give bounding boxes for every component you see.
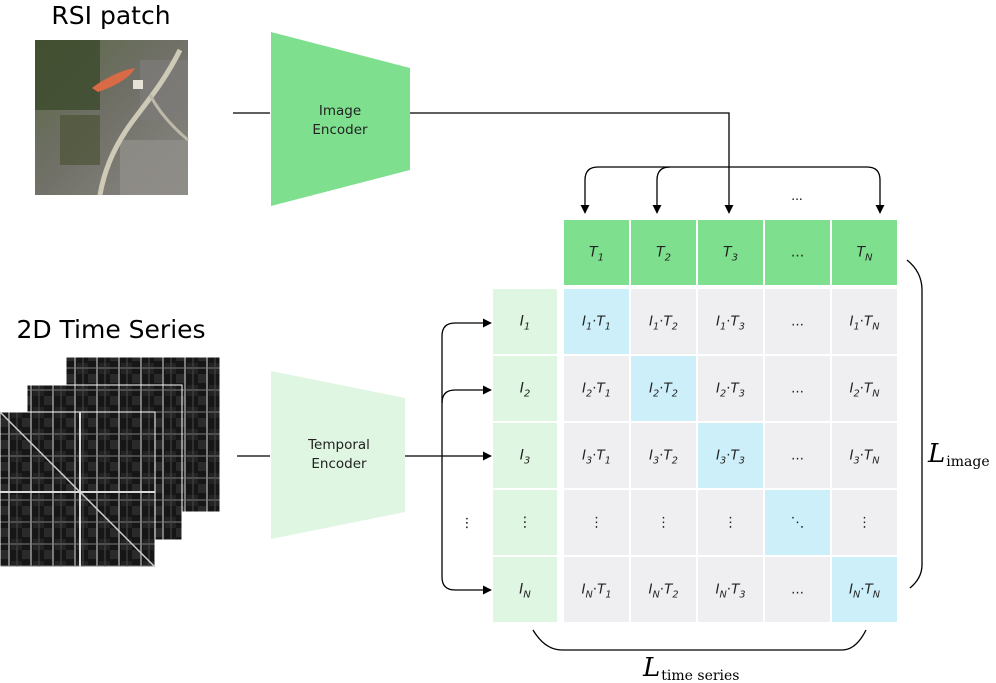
matrix-cell-label-1-1: I1​·T1​ xyxy=(582,314,611,333)
text-header-cell-1 xyxy=(564,220,629,285)
image-encoder-label-line1: Image xyxy=(319,103,361,119)
matrix-cell-label-4-3: ⋮ xyxy=(724,515,738,531)
matrix-cell-3-1 xyxy=(564,423,629,488)
side-ellipsis: ⋮ xyxy=(461,516,474,531)
matrix-cell-label-5-5: IN​·TN​ xyxy=(849,582,881,601)
matrix-cell-label-1-3: I1​·T3​ xyxy=(716,314,745,333)
image-header-label-1: I1​ xyxy=(520,314,531,333)
matrix-cell-5-4 xyxy=(765,557,830,622)
matrix-cell-5-3 xyxy=(698,557,763,622)
temporal-encoder-label-line1: Temporal xyxy=(307,437,370,453)
image-encoder-output-line xyxy=(410,112,734,214)
matrix-cell-2-1 xyxy=(564,356,629,421)
loss-time-series-bracket xyxy=(532,629,867,651)
matrix-cell-5-1 xyxy=(564,557,629,622)
recurrence-plot-stack xyxy=(0,356,221,568)
matrix-cell-2-5 xyxy=(832,356,897,421)
temporal-branch-trunk xyxy=(441,318,492,595)
text-header-label-1: T1​ xyxy=(589,245,604,264)
matrix-cell-label-5-4: ... xyxy=(791,582,804,598)
matrix-cell-label-1-5: I1​·TN​ xyxy=(850,314,881,333)
matrix-cell-3-4 xyxy=(765,423,830,488)
matrix-cell-2-2 xyxy=(631,356,696,421)
matrix-cell-label-5-3: IN​·T3​ xyxy=(716,582,746,601)
matrix-cell-4-5 xyxy=(832,490,897,555)
temporal-encoder-block xyxy=(271,371,405,539)
matrix-cell-label-5-2: IN​·T2​ xyxy=(649,582,679,601)
text-header-label-4: ... xyxy=(791,245,804,261)
matrix-cell-label-4-5: ⋮ xyxy=(858,515,872,531)
matrix-cell-4-4 xyxy=(765,490,830,555)
text-header-cell-2 xyxy=(631,220,696,285)
loss-image-bracket xyxy=(906,259,923,589)
image-header-cell-2 xyxy=(493,356,557,421)
distribution-branch-t2 xyxy=(652,166,671,214)
matrix-cell-label-3-1: I3​·T1​ xyxy=(582,448,611,467)
matrix-cell-3-5 xyxy=(832,423,897,488)
matrix-cell-label-4-1: ⋮ xyxy=(590,515,604,531)
matrix-cell-3-2 xyxy=(631,423,696,488)
matrix-cell-label-1-2: I1​·T2​ xyxy=(649,314,678,333)
matrix-cell-1-1 xyxy=(564,289,629,354)
matrix-cell-5-2 xyxy=(631,557,696,622)
loss-image-symbol: Limage xyxy=(927,439,990,470)
top-ellipsis: ... xyxy=(791,189,802,203)
matrix-cell-1-2 xyxy=(631,289,696,354)
matrix-cell-label-3-5: I3​·TN​ xyxy=(850,448,881,467)
text-header-label-5: TN​ xyxy=(856,245,873,264)
matrix-cell-1-5 xyxy=(832,289,897,354)
matrix-cell-label-2-3: I2​·T3​ xyxy=(716,381,745,400)
loss-time-series-symbol: Ltime series xyxy=(642,653,740,683)
text-header-cell-3 xyxy=(698,220,763,285)
matrix-cell-5-5 xyxy=(832,557,897,622)
text-header-cell-5 xyxy=(832,220,897,285)
matrix-cell-label-2-2: I2​·T2​ xyxy=(649,381,678,400)
matrix-cell-3-3 xyxy=(698,423,763,488)
time-series-title: 2D Time Series xyxy=(16,315,205,344)
image-header-cell-3 xyxy=(493,423,557,488)
similarity-matrix: I1​·T1​ I1​·T2​ I1​·T3​... I1​·TN​ I2​·T1​ I2… xyxy=(564,289,897,622)
matrix-cell-label-5-1: IN​·T1​ xyxy=(582,582,612,601)
text-embedding-header-row: T1​ T2​ T3​... TN​ xyxy=(564,220,897,285)
image-header-cell-4 xyxy=(493,490,557,555)
loss-time-series-subscript: time series xyxy=(661,668,739,683)
matrix-cell-label-4-4: ⋱ xyxy=(791,515,805,531)
matrix-cell-label-4-2: ⋮ xyxy=(657,515,671,531)
matrix-cell-label-2-1: I2​·T1​ xyxy=(582,381,611,400)
text-header-cell-4 xyxy=(765,220,830,285)
image-header-label-3: I3​ xyxy=(520,448,531,467)
matrix-cell-4-2 xyxy=(631,490,696,555)
matrix-cell-label-1-4: ... xyxy=(791,314,804,330)
image-header-label-2: I2​ xyxy=(520,381,531,400)
image-header-label-5: IN​ xyxy=(519,582,531,601)
rsi-satellite-image xyxy=(35,40,189,196)
image-header-cell-5 xyxy=(493,557,557,622)
distribution-bracket xyxy=(580,166,885,214)
image-header-cell-1 xyxy=(493,289,557,354)
temporal-encoder-label-line2: Encoder xyxy=(311,456,367,472)
loss-image-subscript: image xyxy=(946,454,989,470)
matrix-cell-label-2-4: ... xyxy=(791,381,804,397)
matrix-cell-4-1 xyxy=(564,490,629,555)
matrix-cell-label-3-4: ... xyxy=(791,448,804,464)
matrix-cell-label-3-3: I3​·T3​ xyxy=(716,448,745,467)
matrix-cell-label-2-5: I2​·TN​ xyxy=(850,381,881,400)
matrix-cell-2-4 xyxy=(765,356,830,421)
text-header-label-3: T3​ xyxy=(723,245,738,264)
matrix-cell-1-4 xyxy=(765,289,830,354)
image-header-label-4: ⋮ xyxy=(518,515,532,531)
rsi-title: RSI patch xyxy=(51,1,170,30)
matrix-cell-2-3 xyxy=(698,356,763,421)
image-encoder-label-line2: Encoder xyxy=(312,122,368,138)
matrix-cell-1-3 xyxy=(698,289,763,354)
image-embedding-header-column: I1​ I2​ I3​ ⋮ IN​ xyxy=(493,289,557,622)
temporal-branch-i2 xyxy=(441,385,492,404)
matrix-cell-4-3 xyxy=(698,490,763,555)
matrix-cell-label-3-2: I3​·T2​ xyxy=(649,448,678,467)
text-header-label-2: T2​ xyxy=(656,245,671,264)
image-encoder-block xyxy=(271,32,410,206)
